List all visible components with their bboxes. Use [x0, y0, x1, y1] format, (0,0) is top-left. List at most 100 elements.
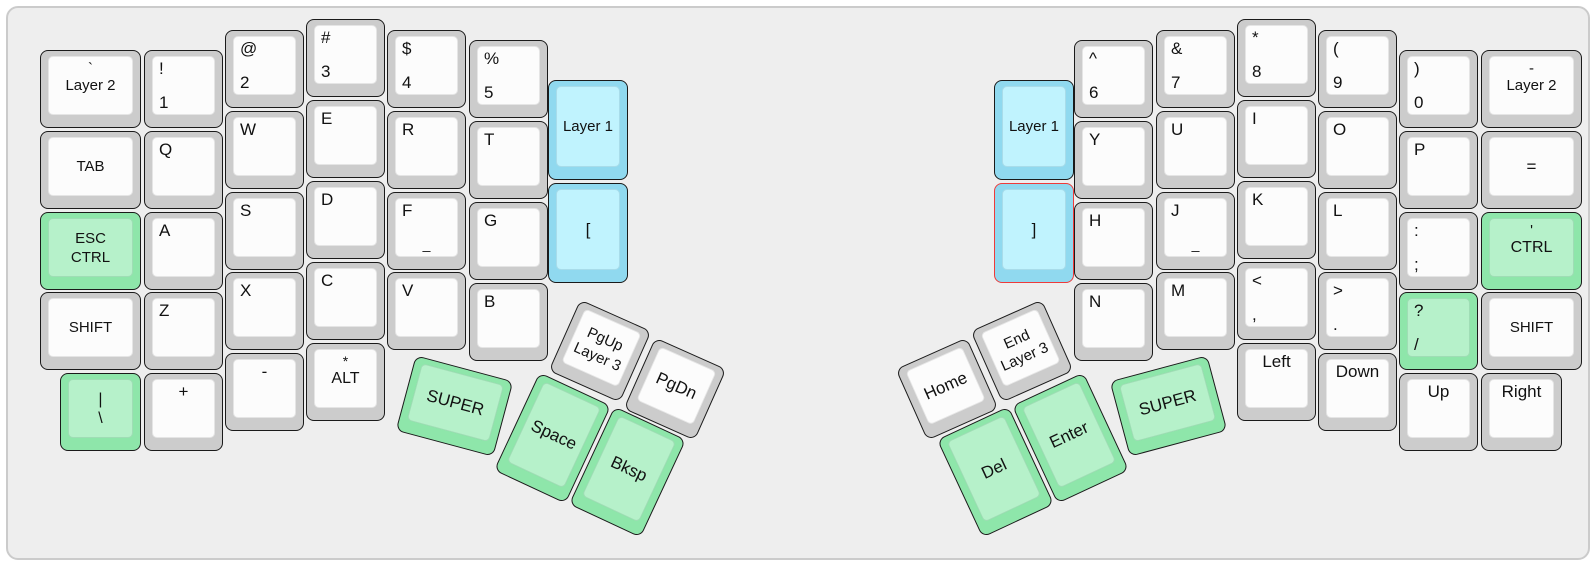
key-caret-6[interactable]: ^6: [1074, 40, 1153, 118]
keycap-face: M: [1164, 278, 1227, 337]
key-quote-ctrl[interactable]: 'CTRL: [1481, 212, 1582, 290]
key-t[interactable]: T: [469, 121, 548, 199]
keycap-face: )0: [1407, 56, 1470, 115]
key-legend: L: [1333, 201, 1343, 220]
key-legend: I: [1252, 109, 1257, 128]
key-k[interactable]: K: [1237, 181, 1316, 259]
key-q[interactable]: Q: [144, 131, 223, 209]
keycap-face: *ALT: [314, 349, 377, 408]
key-e[interactable]: E: [306, 100, 385, 178]
key-pipe-backslash[interactable]: | \: [60, 373, 141, 451]
key-d[interactable]: D: [306, 181, 385, 259]
key-star-alt[interactable]: *ALT: [306, 343, 385, 421]
key-exclam-1[interactable]: !1: [144, 50, 223, 128]
keycap-face: Up: [1407, 379, 1470, 438]
keycap-face: Left: [1245, 349, 1308, 408]
key-minus-layer2[interactable]: -Layer 2: [1481, 50, 1582, 128]
key-hash-3[interactable]: #3: [306, 19, 385, 97]
keycap-face: Layer 1: [1002, 86, 1066, 167]
keycap-face: SUPER: [406, 363, 504, 443]
key-colon-semicolon[interactable]: :;: [1399, 212, 1478, 290]
key-legend: SHIFT: [68, 319, 113, 336]
key-legend: ): [1414, 59, 1420, 78]
key-j[interactable]: J_: [1156, 192, 1235, 270]
key-arrow-down[interactable]: Down: [1318, 353, 1397, 431]
key-legend: 1: [159, 93, 169, 112]
keycap-face: H: [1082, 208, 1145, 267]
key-legend: 7: [1171, 73, 1181, 92]
key-arrow-left[interactable]: Left: [1237, 343, 1316, 421]
key-left-bracket[interactable]: [: [548, 183, 628, 283]
key-arrow-right[interactable]: Right: [1481, 373, 1562, 451]
key-layer1-right[interactable]: Layer 1: [994, 80, 1074, 180]
key-p[interactable]: P: [1399, 131, 1478, 209]
key-esc-ctrl[interactable]: ESC CTRL: [40, 212, 141, 290]
key-legend: A: [159, 221, 171, 240]
key-f[interactable]: F_: [387, 192, 466, 270]
key-legend: ^: [1089, 49, 1097, 68]
keycap-face: E: [314, 106, 377, 165]
key-n[interactable]: N: [1074, 283, 1153, 361]
key-legend: SUPER: [1136, 385, 1198, 420]
key-legend: End Layer 3: [998, 325, 1051, 375]
key-legend: SUPER: [424, 385, 486, 420]
key-tab[interactable]: TAB: [40, 131, 141, 209]
key-plus[interactable]: +: [144, 373, 223, 451]
key-l[interactable]: L: [1318, 192, 1397, 270]
keycap-face: Right: [1489, 379, 1554, 438]
key-super-right[interactable]: SUPER: [1109, 355, 1227, 457]
key-right-bracket[interactable]: ]: [994, 183, 1074, 283]
key-grave-layer2[interactable]: `Layer 2: [40, 50, 141, 128]
keycap-face: Down: [1326, 359, 1389, 418]
key-h[interactable]: H: [1074, 202, 1153, 280]
key-legend: T: [484, 130, 495, 149]
key-legend: 3: [321, 62, 331, 81]
keycap-face: ^6: [1082, 46, 1145, 105]
keycap-face: PgDn: [636, 346, 717, 426]
keycap-face: V: [395, 278, 458, 337]
keycap-face: Y: [1082, 127, 1145, 186]
key-y[interactable]: Y: [1074, 121, 1153, 199]
keycap-face: :;: [1407, 218, 1470, 277]
key-legend: ,: [1252, 305, 1257, 324]
keycap-face: SHIFT: [48, 298, 133, 357]
key-w[interactable]: W: [225, 111, 304, 189]
key-z[interactable]: Z: [144, 292, 223, 370]
key-percent-5[interactable]: %5: [469, 40, 548, 118]
key-v[interactable]: V: [387, 272, 466, 350]
key-lparen-9[interactable]: (9: [1318, 30, 1397, 108]
key-a[interactable]: A: [144, 212, 223, 290]
key-legend: Layer 2: [65, 77, 116, 94]
key-shift-left[interactable]: SHIFT: [40, 292, 141, 370]
keycap-face: Home: [905, 346, 986, 426]
key-legend: 8: [1252, 62, 1262, 81]
key-rparen-0[interactable]: )0: [1399, 50, 1478, 128]
key-shift-right[interactable]: SHIFT: [1481, 292, 1582, 370]
key-star-8[interactable]: *8: [1237, 19, 1316, 97]
key-question-slash[interactable]: ?/: [1399, 292, 1478, 370]
key-r[interactable]: R: [387, 111, 466, 189]
key-u[interactable]: U: [1156, 111, 1235, 189]
key-i[interactable]: I: [1237, 100, 1316, 178]
keycap-face: F_: [395, 198, 458, 257]
key-arrow-up[interactable]: Up: [1399, 373, 1478, 451]
key-b[interactable]: B: [469, 283, 548, 361]
key-g[interactable]: G: [469, 202, 548, 280]
key-minus[interactable]: -: [225, 353, 304, 431]
key-dollar-4[interactable]: $4: [387, 30, 466, 108]
key-lt-comma[interactable]: <,: [1237, 262, 1316, 340]
key-o[interactable]: O: [1318, 111, 1397, 189]
key-legend: 2: [240, 73, 250, 92]
key-amp-7[interactable]: &7: [1156, 30, 1235, 108]
key-super-left[interactable]: SUPER: [395, 355, 513, 457]
key-x[interactable]: X: [225, 272, 304, 350]
key-gt-period[interactable]: >.: [1318, 272, 1397, 350]
keycap-face: Z: [152, 298, 215, 357]
key-equals[interactable]: =: [1481, 131, 1582, 209]
key-s[interactable]: S: [225, 192, 304, 270]
key-layer1-left[interactable]: Layer 1: [548, 80, 628, 180]
key-at-2[interactable]: @2: [225, 30, 304, 108]
key-c[interactable]: C: [306, 262, 385, 340]
key-m[interactable]: M: [1156, 272, 1235, 350]
